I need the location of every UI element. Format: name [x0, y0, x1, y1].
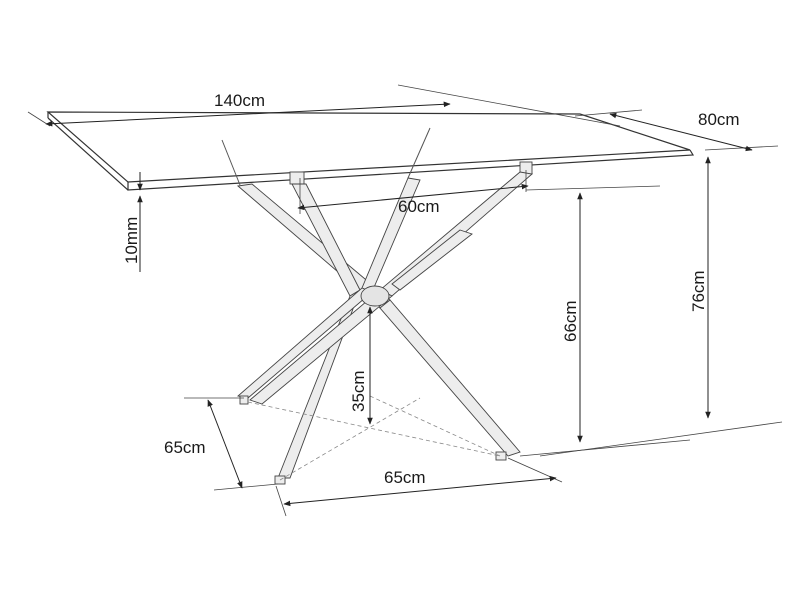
leg-mounts	[221, 127, 533, 186]
dimension-leg-top-label: 60cm	[398, 197, 440, 216]
dimension-leg-height: 66cm	[519, 192, 691, 457]
dimension-total-height: 76cm	[539, 156, 783, 457]
table-top	[46, 111, 695, 191]
dimension-thickness-label: 10mm	[122, 217, 141, 264]
dimension-base-width-label: 65cm	[384, 468, 426, 487]
dimension-length-label: 140cm	[214, 91, 265, 110]
dimension-cross-height: 35cm	[349, 306, 373, 425]
dimension-base-depth-label: 65cm	[164, 438, 206, 457]
dimension-depth: 80cm	[574, 109, 779, 152]
dimension-thickness: 10mm	[122, 172, 143, 272]
dimension-base-width: 65cm	[275, 457, 563, 517]
dimension-total-height-label: 76cm	[689, 270, 708, 312]
dimension-cross-height-label: 35cm	[349, 370, 368, 412]
table-legs	[236, 171, 534, 485]
dimension-leg-height-label: 66cm	[561, 300, 580, 342]
dimension-leg-top: 60cm	[297, 170, 661, 216]
dimension-length: 140cm	[27, 84, 621, 127]
dimension-base-depth: 65cm	[164, 397, 279, 491]
floor-footprint	[247, 395, 501, 481]
dimension-depth-label: 80cm	[698, 110, 740, 129]
